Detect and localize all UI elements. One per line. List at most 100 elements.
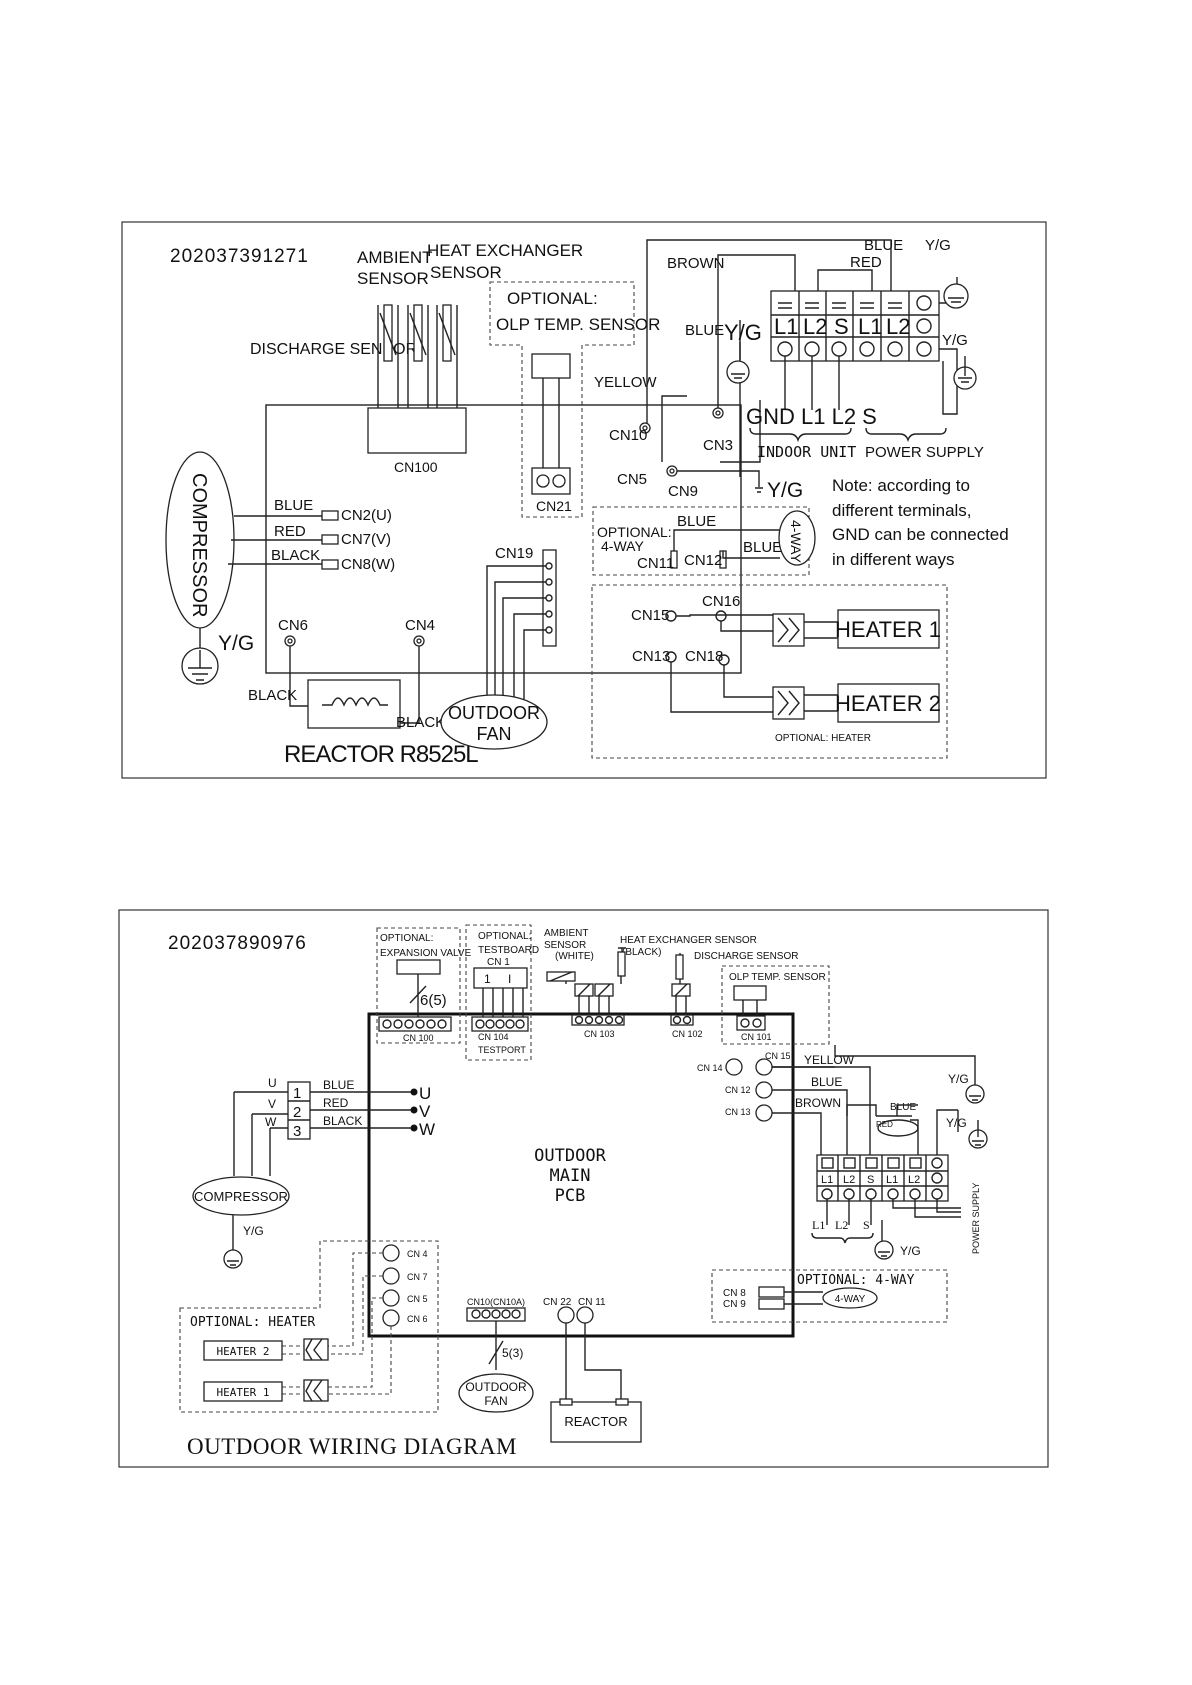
yg-mid-label: Y/G — [724, 320, 762, 345]
reactor-black-label-b: BLACK — [396, 714, 445, 731]
cn3-label: CN3 — [703, 437, 733, 454]
compressor-label-2: COMPRESSOR — [194, 1189, 288, 1204]
reactor-label-1: REACTOR R8525L — [284, 741, 478, 768]
cn101-label: CN 101 — [741, 1032, 772, 1042]
ground-icon — [943, 283, 969, 309]
blue-label-1: BLUE — [685, 322, 724, 339]
cn104-connector — [471, 1016, 529, 1032]
wire-count-1: 6(5) — [420, 992, 447, 1009]
wire-black-label: BLACK — [271, 547, 320, 564]
ground-icon — [726, 360, 750, 384]
outdoor-fan-label-1a: OUTDOOR — [448, 703, 540, 723]
olp-label-2: OLP TEMP. SENSOR — [729, 972, 826, 983]
yellow-label-1: YELLOW — [594, 374, 657, 391]
terminal-block-2 — [816, 1154, 949, 1202]
ground-icon — [874, 1240, 894, 1260]
testboard-optional-label: OPTIONAL: — [478, 931, 531, 942]
cn16-label: CN16 — [702, 593, 740, 610]
cn21-pin — [536, 474, 550, 488]
diagram-2: 202037890976 OUTDOOR MAIN PCB OPTIONAL: … — [118, 909, 1049, 1468]
term2-l2b: L2 — [908, 1174, 920, 1186]
ambient-label-2b: SENSOR — [544, 940, 586, 951]
testboard-pin-1: 1 — [484, 972, 491, 986]
ambient-sensor-label-2: SENSOR — [357, 269, 429, 288]
cn9-yg-label: Y/G — [767, 479, 803, 502]
cn100-label: CN100 — [394, 459, 438, 475]
pcb-outline-2 — [367, 1012, 795, 1338]
testboard-pin-2: I — [508, 972, 511, 986]
cn8-label: CN8(W) — [341, 556, 395, 573]
optional-heater-label-1: OPTIONAL: HEATER — [775, 733, 871, 744]
cn15-label-2: CN 15 — [765, 1051, 791, 1061]
cn100-connector-2 — [378, 1016, 452, 1032]
four-way-valve-2 — [822, 1287, 878, 1309]
diagram-2-frame — [118, 909, 1049, 1468]
red-top-label: RED — [850, 254, 882, 271]
cn7-label: CN7(V) — [341, 531, 391, 548]
pin-2: 2 — [293, 1104, 301, 1121]
heater1-box-2 — [203, 1381, 283, 1402]
cn9-label: CN9 — [668, 483, 698, 500]
ground-icon — [755, 487, 763, 493]
wire-count-2: 5(3) — [502, 1346, 523, 1360]
cn103-label: CN 103 — [584, 1029, 615, 1039]
olp-optional-label: OPTIONAL: — [507, 289, 598, 308]
hx-label-2a: HEAT EXCHANGER SENSOR — [620, 935, 757, 946]
outdoor-fan-1 — [440, 694, 548, 750]
olp-box-2 — [721, 965, 830, 1045]
cn4-label: CN4 — [405, 617, 435, 634]
outdoor-fan-2 — [458, 1373, 534, 1413]
diagram-2-code: 202037890976 — [168, 933, 307, 954]
ground-icon — [223, 1249, 243, 1269]
brown-label-2: BROWN — [795, 1096, 841, 1110]
ground-icon — [965, 1084, 985, 1104]
discharge-label-2: DISCHARGE SENSOR — [694, 951, 798, 962]
yellow-label-2: YELLOW — [804, 1053, 855, 1067]
term2-s: S — [867, 1174, 874, 1186]
red-label-2: RED — [876, 1120, 893, 1129]
heat-exchanger-sensor-label-2: SENSOR — [430, 263, 502, 282]
cn12-label: CN12 — [684, 552, 722, 569]
pcb-label-c: PCB — [555, 1186, 586, 1206]
pcb-label-a: OUTDOOR — [534, 1146, 606, 1166]
cn4-label-2: CN 4 — [407, 1249, 428, 1259]
v-label-small: V — [268, 1097, 276, 1111]
cn13-label-2: CN 13 — [725, 1107, 751, 1117]
optional-heater-label-2: OPTIONAL: HEATER — [190, 1315, 315, 1330]
heater2-label-2: HEATER 2 — [217, 1345, 270, 1358]
cn9-label-2: CN 9 — [723, 1299, 746, 1310]
optional-testboard-box — [465, 924, 532, 1061]
reactor-box-2 — [550, 1401, 642, 1443]
w-label: W — [419, 1120, 435, 1139]
note-line-2: different terminals, — [832, 501, 972, 520]
u-label-small: U — [268, 1076, 277, 1090]
pin-1: 1 — [293, 1085, 301, 1102]
terminal-label-l1b: L1 — [858, 314, 882, 339]
note-line-3: GND can be connected — [832, 525, 1009, 544]
cn21-pin — [552, 474, 566, 488]
terminal-label-l1: L1 — [774, 314, 798, 339]
yg-mid-right-2: Y/G — [946, 1116, 967, 1130]
cn8-label-2: CN 8 — [723, 1288, 746, 1299]
ambient-label-2a: AMBIENT — [544, 928, 588, 939]
reactor-body-1 — [307, 679, 401, 729]
discharge-sensor-label: DISCHARGE SENSOR — [250, 341, 417, 358]
compressor-label-1: COMPRESSOR — [188, 473, 210, 617]
cn12-label-2: CN 12 — [725, 1085, 751, 1095]
cn13-label: CN13 — [632, 648, 670, 665]
cn10-label: CN10 — [609, 427, 647, 444]
cn102-connector — [670, 1014, 694, 1026]
cn102-label: CN 102 — [672, 1029, 703, 1039]
optional-4way-box-1 — [592, 506, 810, 576]
power-supply-label-2: POWER SUPPLY — [971, 1183, 981, 1254]
yg-bottom-2: Y/G — [900, 1244, 921, 1258]
ambient-sensor-label-1: AMBIENT — [357, 248, 433, 267]
diagram-1-code: 202037391271 — [170, 246, 309, 267]
term2-l1b: L1 — [886, 1174, 898, 1186]
terminal-label-l2b: L2 — [886, 314, 910, 339]
ambient-label-2c: (WHITE) — [555, 951, 594, 962]
diagram-2-title: OUTDOOR WIRING DIAGRAM — [187, 1434, 517, 1459]
blue-top-label: BLUE — [864, 237, 903, 254]
expansion-optional-label: OPTIONAL: — [380, 933, 433, 944]
